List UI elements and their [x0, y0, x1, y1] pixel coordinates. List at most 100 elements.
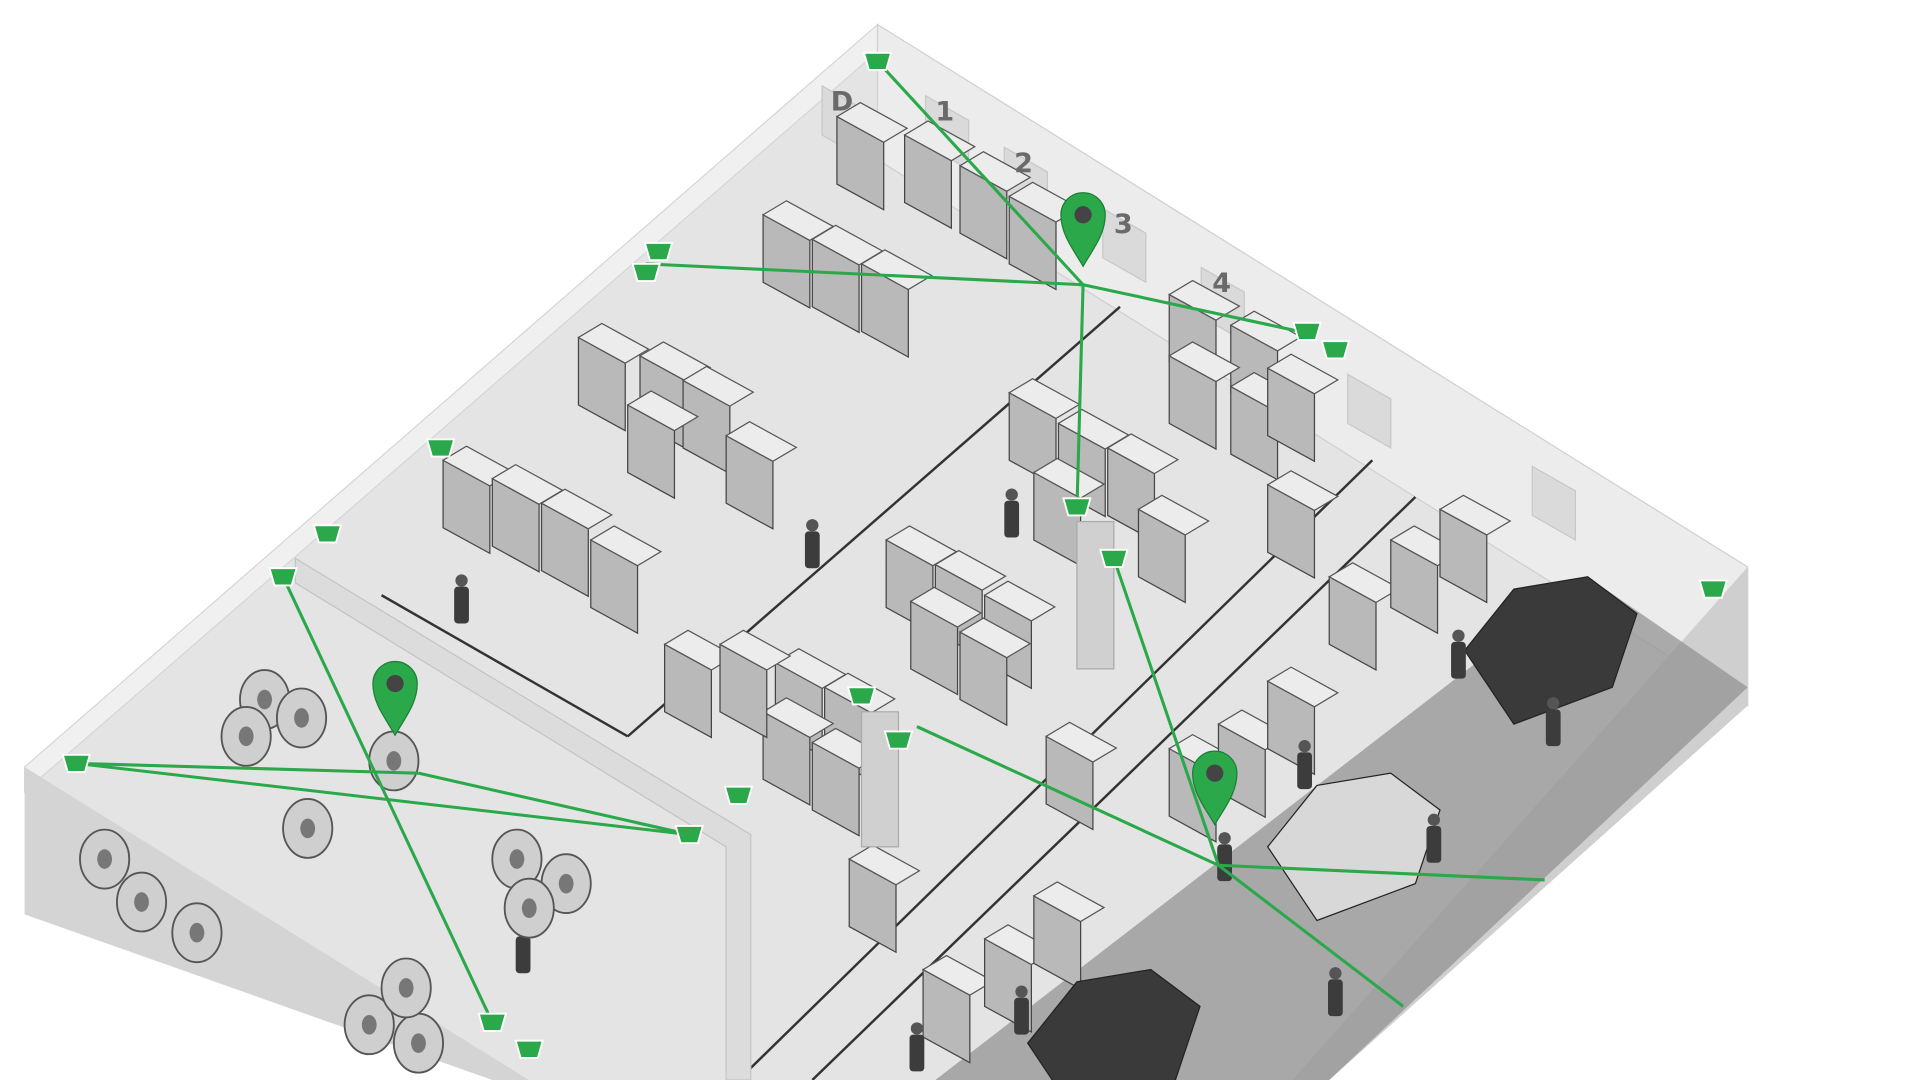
rack-top: [1266, 353, 1340, 395]
sensor-link-line: [418, 771, 690, 837]
sensor-link-line: [76, 761, 419, 775]
sensor-icon: [477, 1012, 508, 1032]
sensor-link-line: [76, 761, 690, 837]
rack-top: [1032, 457, 1106, 499]
sensor-icon: [1099, 548, 1129, 568]
reel-hub: [521, 898, 537, 918]
rack-top: [577, 322, 650, 364]
sensor-icon: [1698, 579, 1728, 599]
worker: [1426, 825, 1442, 863]
dock-door: [1347, 373, 1392, 450]
worker: [1297, 752, 1312, 790]
reel-hub: [386, 751, 402, 771]
reel-hub: [238, 726, 254, 747]
dock-label-d: D: [831, 86, 853, 117]
rack-top: [958, 617, 1032, 659]
worker-head: [1329, 967, 1342, 980]
worker: [515, 936, 531, 974]
dock-label-4: 4: [1212, 268, 1231, 299]
aisle-line: [811, 496, 1417, 1080]
sensor-icon: [883, 730, 914, 750]
rack-top: [718, 629, 792, 671]
worker: [1014, 997, 1029, 1035]
reel-hub: [257, 689, 272, 710]
reel-hub: [97, 849, 112, 869]
sensor-icon: [862, 51, 893, 71]
rack-top: [1266, 470, 1340, 512]
rack-top: [626, 390, 700, 432]
worker: [1545, 709, 1561, 747]
sensor-icon: [723, 785, 754, 805]
worker: [454, 586, 469, 624]
sensor-link-line: [876, 60, 1085, 286]
sensor-link-line: [1112, 557, 1220, 866]
sensor-icon: [514, 1039, 544, 1059]
rack-top: [983, 580, 1057, 622]
rack-top: [847, 844, 921, 886]
worker-head: [1005, 488, 1018, 501]
dock-label-3: 3: [1114, 209, 1133, 240]
reel-hub: [294, 708, 309, 728]
rack-top: [835, 101, 909, 143]
sensor-icon: [674, 825, 704, 845]
reel-hub: [558, 873, 574, 894]
worker-head: [1218, 832, 1231, 845]
rack-top: [638, 341, 712, 383]
worker-head: [1547, 697, 1560, 710]
pillar: [1076, 520, 1115, 670]
car: [1266, 772, 1441, 922]
sensor-icon: [425, 438, 456, 458]
worker-head: [806, 519, 819, 532]
sensor-icon: [61, 753, 92, 773]
rack-top: [1266, 666, 1340, 708]
sensor-link-line: [1075, 284, 1085, 510]
worker-head: [1298, 740, 1311, 753]
worker-head: [910, 1022, 924, 1035]
sensor-icon: [268, 567, 298, 587]
worker: [1451, 641, 1466, 679]
reel-hub: [411, 1033, 426, 1053]
rack-top: [1032, 881, 1106, 923]
sensor-link-line: [646, 262, 1084, 287]
sensor-icon: [312, 524, 343, 544]
dock-door: [1102, 207, 1147, 284]
location-pin-dot: [1074, 206, 1092, 224]
rack-top: [903, 120, 977, 162]
car: [1026, 968, 1201, 1080]
sensor-icon: [1062, 497, 1092, 517]
reel-hub: [189, 922, 205, 943]
rack-top: [934, 549, 1007, 591]
sensor-icon: [643, 242, 674, 262]
worker: [804, 531, 820, 569]
sensor-icon: [846, 686, 877, 706]
car: [1463, 576, 1638, 725]
location-pin-dot: [386, 675, 404, 693]
cable-room-wall: [294, 557, 752, 1080]
worker: [909, 1034, 925, 1072]
sensor-icon: [631, 262, 661, 282]
worker-head: [1452, 629, 1465, 642]
rack-top: [681, 365, 755, 407]
location-pin-icon: [372, 660, 418, 737]
rack-top: [1438, 494, 1512, 536]
reel-hub: [134, 892, 149, 912]
rack-top: [860, 249, 933, 291]
worker-head: [1015, 985, 1028, 998]
dock-door: [1531, 465, 1576, 542]
reel-hub: [300, 818, 316, 839]
rack-top: [1167, 279, 1241, 321]
sensor-icon: [1320, 340, 1351, 360]
dock-label-2: 2: [1014, 148, 1033, 179]
rack-top: [1106, 433, 1180, 475]
worker-head: [1427, 813, 1440, 826]
aisle-line: [380, 594, 629, 738]
location-pin-dot: [1206, 764, 1224, 782]
rack-top: [1137, 494, 1210, 536]
dock-label-1: 1: [935, 96, 954, 127]
sensor-link-line: [1218, 863, 1545, 882]
rack-top: [761, 697, 835, 739]
sensor-link-line: [916, 725, 1220, 867]
rack-top: [909, 586, 983, 628]
worker-head: [455, 574, 468, 587]
rack-top: [724, 420, 798, 463]
